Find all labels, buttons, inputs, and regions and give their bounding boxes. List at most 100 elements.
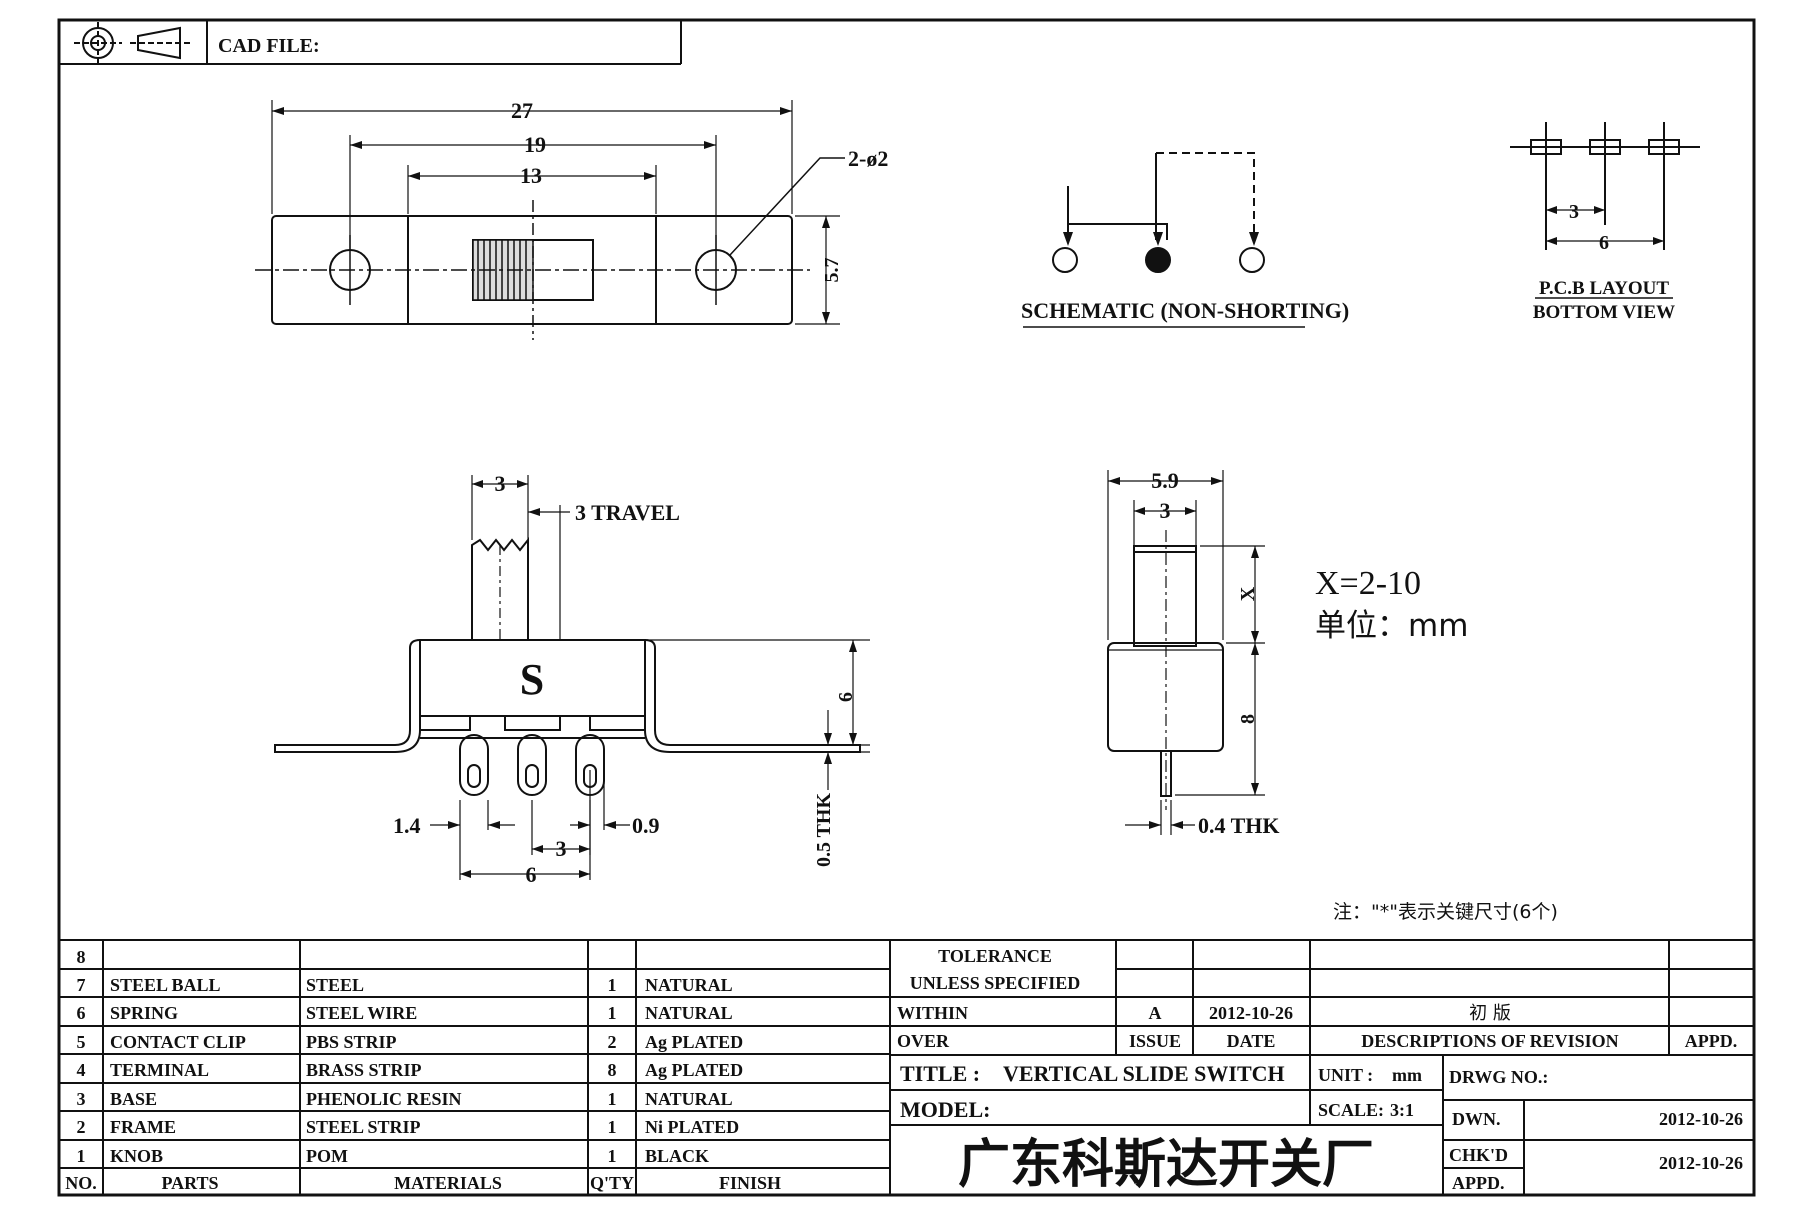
row-no: 1 xyxy=(77,1146,86,1166)
side-knob xyxy=(1133,545,1197,647)
scale-label: SCALE: xyxy=(1318,1100,1384,1120)
row-qty: 1 xyxy=(608,975,617,995)
unit-label: UNIT : xyxy=(1318,1065,1373,1085)
row-part: SPRING xyxy=(110,1003,178,1023)
table-row: 5 CONTACT CLIP PBS STRIP 2 Ag PLATED xyxy=(77,1032,744,1052)
tolerance-over: OVER xyxy=(897,1031,950,1051)
row-finish: NATURAL xyxy=(645,1003,733,1023)
schematic-label: SCHEMATIC (NON-SHORTING) xyxy=(1021,298,1349,323)
row-qty: 1 xyxy=(608,1146,617,1166)
revision-description-label: DESCRIPTIONS OF REVISION xyxy=(1361,1031,1618,1051)
tolerance-line2: UNLESS SPECIFIED xyxy=(910,973,1081,993)
table-row: 2 FRAME STEEL STRIP 1 Ni PLATED xyxy=(77,1117,740,1137)
row-no: 6 xyxy=(77,1003,86,1023)
row-material: BRASS STRIP xyxy=(306,1060,422,1080)
terminal-common xyxy=(1145,247,1171,273)
dim-13: 13 xyxy=(520,163,542,188)
table-header-row: NO. PARTS MATERIALS Q'TY FINISH xyxy=(65,1173,781,1193)
row-part: STEEL BALL xyxy=(110,975,221,995)
model-label: MODEL: xyxy=(900,1097,990,1122)
row-part: FRAME xyxy=(110,1117,176,1137)
dim-19: 19 xyxy=(524,132,546,157)
front-thk-label: 0.5 THK xyxy=(813,793,835,868)
dwn-label: DWN. xyxy=(1452,1109,1501,1129)
row-material: PBS STRIP xyxy=(306,1032,397,1052)
row-finish: Ni PLATED xyxy=(645,1117,739,1137)
row-material: STEEL xyxy=(306,975,364,995)
row-qty: 8 xyxy=(608,1060,617,1080)
row-no: 7 xyxy=(77,975,86,995)
front-dim-3-bottom: 3 xyxy=(556,836,567,861)
front-dim-6-right: 6 xyxy=(835,692,857,702)
row-qty: 1 xyxy=(608,1003,617,1023)
revision-description-value: 初 版 xyxy=(1469,1003,1511,1024)
travel-label: 3 TRAVEL xyxy=(575,500,680,525)
pcb-title-line1: P.C.B LAYOUT xyxy=(1539,278,1669,299)
revision-issue-value: A xyxy=(1149,1003,1162,1023)
top-view xyxy=(255,100,845,340)
revision-date-label: DATE xyxy=(1227,1031,1276,1051)
side-dim-5-9: 5.9 xyxy=(1151,468,1179,493)
revision-date-value: 2012-10-26 xyxy=(1209,1003,1293,1023)
terminal-right xyxy=(1239,247,1265,273)
row-qty: 1 xyxy=(608,1117,617,1137)
front-dim-1-4: 1.4 xyxy=(393,813,421,838)
row-material: STEEL WIRE xyxy=(306,1003,417,1023)
row-qty: 2 xyxy=(608,1032,617,1052)
dim-27: 27 xyxy=(511,98,533,123)
revision-appd-label: APPD. xyxy=(1685,1031,1738,1051)
side-dim-8: 8 xyxy=(1237,714,1259,724)
table-row: 7 STEEL BALL STEEL 1 NATURAL xyxy=(77,975,733,995)
row-no: 3 xyxy=(77,1089,86,1109)
row-finish: NATURAL xyxy=(645,975,733,995)
table-row: 3 BASE PHENOLIC RESIN 1 NATURAL xyxy=(77,1089,733,1109)
side-dim-3: 3 xyxy=(1160,498,1171,523)
tolerance-within: WITHIN xyxy=(897,1003,968,1023)
pcb-dim-3: 3 xyxy=(1569,201,1579,223)
drwg-label: DRWG NO.: xyxy=(1449,1067,1548,1087)
row-finish: NATURAL xyxy=(645,1089,733,1109)
sheet-border xyxy=(57,18,1756,1197)
header-no: NO. xyxy=(65,1173,97,1193)
row-material: PHENOLIC RESIN xyxy=(306,1089,462,1109)
row-finish: Ag PLATED xyxy=(645,1032,743,1052)
front-view xyxy=(274,475,870,880)
side-view xyxy=(1107,470,1265,835)
table-row: 1 KNOB POM 1 BLACK xyxy=(77,1146,710,1166)
appd-label: APPD. xyxy=(1452,1173,1505,1193)
dim-5-7: 5.7 xyxy=(821,258,843,283)
row-material: POM xyxy=(306,1146,348,1166)
front-dim-6-bottom: 6 xyxy=(526,862,537,887)
row-finish: BLACK xyxy=(645,1146,709,1166)
revision-issue-label: ISSUE xyxy=(1129,1031,1181,1051)
header-finish: FINISH xyxy=(719,1173,781,1193)
tolerance-line1: TOLERANCE xyxy=(938,946,1052,966)
row-part: TERMINAL xyxy=(110,1060,209,1080)
side-thk-label: 0.4 THK xyxy=(1198,813,1280,838)
row-no: 2 xyxy=(77,1117,86,1137)
cad-file-label: CAD FILE: xyxy=(218,35,320,57)
pcb-title-line2: BOTTOM VIEW xyxy=(1533,302,1675,323)
dwn-date: 2012-10-26 xyxy=(1659,1109,1743,1129)
table-row: 8 xyxy=(77,947,86,967)
front-dim-3-top: 3 xyxy=(495,471,506,496)
hole-label: 2-ø2 xyxy=(848,146,888,171)
row-qty: 1 xyxy=(608,1089,617,1109)
row-part: CONTACT CLIP xyxy=(110,1032,246,1052)
title-value: VERTICAL SLIDE SWITCH xyxy=(1003,1061,1285,1086)
header-qty: Q'TY xyxy=(590,1173,634,1193)
row-no: 5 xyxy=(77,1032,86,1052)
table-row: 6 SPRING STEEL WIRE 1 NATURAL xyxy=(77,1003,733,1023)
row-no: 8 xyxy=(77,947,86,967)
unit-note: 单位：mm xyxy=(1315,608,1468,644)
company-name: 广东科斯达开关厂 xyxy=(958,1135,1374,1195)
header-parts: PARTS xyxy=(161,1173,218,1193)
row-finish: Ag PLATED xyxy=(645,1060,743,1080)
key-dims-note: 注："*"表示关键尺寸(6个) xyxy=(1333,901,1558,923)
row-part: BASE xyxy=(110,1089,157,1109)
table-row: 4 TERMINAL BRASS STRIP 8 Ag PLATED xyxy=(77,1060,744,1080)
row-part: KNOB xyxy=(110,1146,163,1166)
front-dim-0-9: 0.9 xyxy=(632,813,660,838)
body-mark: S xyxy=(520,655,544,704)
header-materials: MATERIALS xyxy=(394,1173,502,1193)
